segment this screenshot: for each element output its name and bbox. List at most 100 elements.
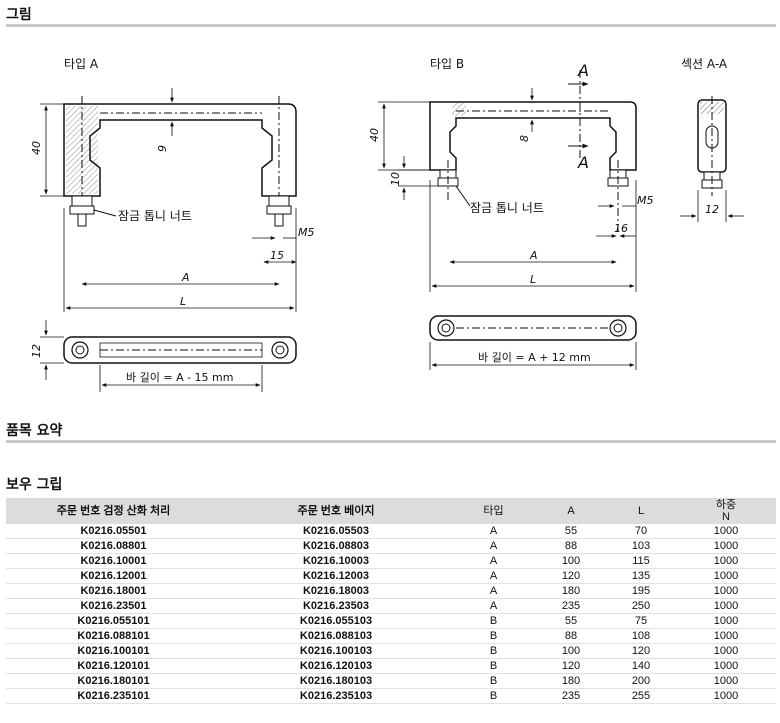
dim-a-9: 9 bbox=[156, 145, 169, 152]
table-cell: 75 bbox=[606, 613, 676, 629]
dim-b-A: A bbox=[529, 249, 538, 262]
table-cell: 180 bbox=[536, 583, 606, 599]
bar-length-a: 바 길이 = A - 15 mm bbox=[126, 371, 233, 384]
dim-a-12: 12 bbox=[30, 344, 43, 358]
table-cell: K0216.08803 bbox=[221, 538, 451, 554]
table-cell: 1000 bbox=[676, 643, 776, 659]
table-cell: 200 bbox=[606, 673, 676, 689]
table-cell: A bbox=[451, 568, 536, 584]
section-marker-top: A bbox=[577, 61, 589, 80]
table-cell: 1000 bbox=[676, 673, 776, 689]
table-cell: 1000 bbox=[676, 524, 776, 539]
table-cell: 1000 bbox=[676, 583, 776, 599]
table-cell: B bbox=[451, 688, 536, 704]
section-rule bbox=[6, 24, 776, 27]
header-l: L bbox=[606, 498, 676, 524]
table-cell: 235 bbox=[536, 688, 606, 704]
table-cell: K0216.088103 bbox=[221, 628, 451, 644]
table-cell: 195 bbox=[606, 583, 676, 599]
table-cell: A bbox=[451, 538, 536, 554]
section-title-drawing: 그림 bbox=[6, 7, 32, 23]
section-marker-bottom: A bbox=[577, 153, 589, 172]
nut-label-a: 잠금 톱니 너트 bbox=[118, 209, 192, 223]
table-cell: 1000 bbox=[676, 553, 776, 569]
header-order-black: 주문 번호 검정 산화 처리 bbox=[6, 498, 221, 524]
table-cell: B bbox=[451, 643, 536, 659]
dim-b-8: 8 bbox=[518, 135, 531, 142]
table-cell: K0216.12003 bbox=[221, 568, 451, 584]
table-cell: 108 bbox=[606, 628, 676, 644]
nut-left-a bbox=[69, 195, 95, 227]
table-cell: K0216.100103 bbox=[221, 643, 451, 659]
nut-right-a bbox=[266, 195, 292, 227]
table-cell: 180 bbox=[536, 673, 606, 689]
table-cell: 1000 bbox=[676, 628, 776, 644]
table-cell: 120 bbox=[536, 658, 606, 674]
header-order-beige: 주문 번호 베이지 bbox=[221, 498, 451, 524]
table-cell: 1000 bbox=[676, 613, 776, 629]
table-cell: 100 bbox=[536, 553, 606, 569]
table-cell: 255 bbox=[606, 688, 676, 704]
dim-a-A: A bbox=[181, 271, 190, 284]
table-cell: K0216.10001 bbox=[6, 553, 221, 569]
table-cell: 1000 bbox=[676, 658, 776, 674]
nut-label-b: 잠금 톱니 너트 bbox=[470, 201, 544, 215]
dim-a-L: L bbox=[180, 295, 186, 308]
dim-a-15: 15 bbox=[270, 249, 284, 262]
table-cell: K0216.05503 bbox=[221, 524, 451, 539]
section-aa-label: 섹션 A-A bbox=[681, 57, 728, 71]
table-cell: B bbox=[451, 613, 536, 629]
table-cell: K0216.055101 bbox=[6, 613, 221, 629]
table-cell: K0216.23501 bbox=[6, 598, 221, 614]
table-cell: K0216.18003 bbox=[221, 583, 451, 599]
table-cell: A bbox=[451, 583, 536, 599]
dim-a-m5: M5 bbox=[298, 226, 315, 239]
table-cell: 140 bbox=[606, 658, 676, 674]
table-cell: B bbox=[451, 628, 536, 644]
table-cell: 1000 bbox=[676, 538, 776, 554]
table-cell: 55 bbox=[536, 613, 606, 629]
table-cell: B bbox=[451, 658, 536, 674]
table-cell: 55 bbox=[536, 524, 606, 539]
table-cell: K0216.05501 bbox=[6, 524, 221, 539]
dim-section-12: 12 bbox=[705, 203, 719, 216]
header-a: A bbox=[536, 498, 606, 524]
table-cell: K0216.23503 bbox=[221, 598, 451, 614]
table-cell: 235 bbox=[536, 598, 606, 614]
table-cell: 88 bbox=[536, 538, 606, 554]
table-cell: K0216.235101 bbox=[6, 688, 221, 704]
header-type: 타입 bbox=[451, 498, 536, 524]
table-cell: 70 bbox=[606, 524, 676, 539]
table-cell: A bbox=[451, 598, 536, 614]
dim-b-10: 10 bbox=[389, 172, 402, 186]
table-cell: 120 bbox=[536, 568, 606, 584]
table-cell: K0216.12001 bbox=[6, 568, 221, 584]
table-cell: K0216.120101 bbox=[6, 658, 221, 674]
table-cell: K0216.180103 bbox=[221, 673, 451, 689]
type-b-label: 타입 B bbox=[430, 57, 464, 71]
table-cell: 1000 bbox=[676, 688, 776, 704]
dim-b-m5: M5 bbox=[637, 194, 654, 207]
dim-b-16: 16 bbox=[614, 222, 628, 235]
table-cell: 115 bbox=[606, 553, 676, 569]
table-cell: 250 bbox=[606, 598, 676, 614]
dim-a-40: 40 bbox=[30, 141, 43, 155]
table-cell: 120 bbox=[606, 643, 676, 659]
table-cell: A bbox=[451, 553, 536, 569]
dim-b-L: L bbox=[530, 273, 536, 286]
table-cell: 1000 bbox=[676, 568, 776, 584]
table-cell: 135 bbox=[606, 568, 676, 584]
